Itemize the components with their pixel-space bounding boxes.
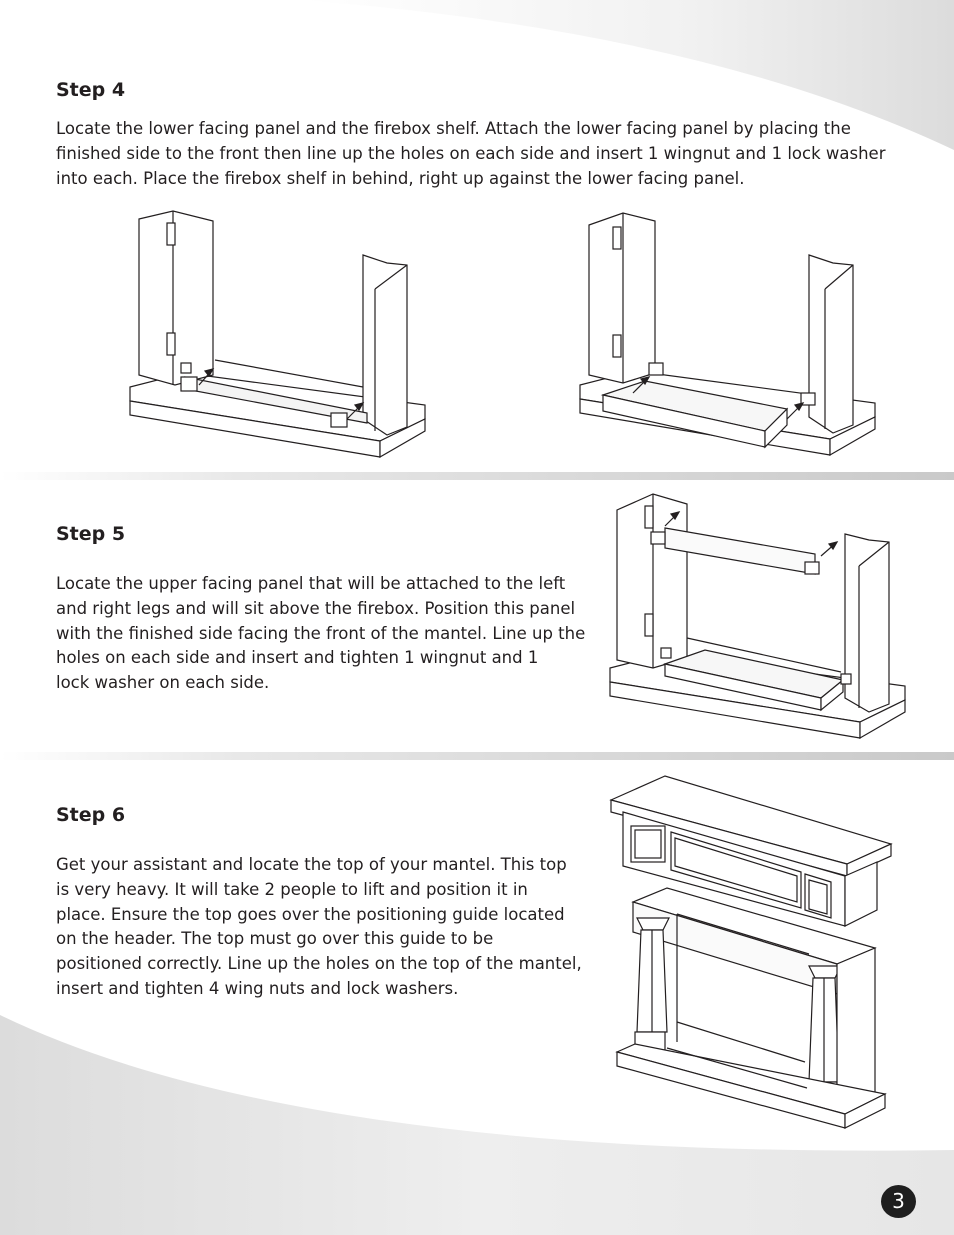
section-divider xyxy=(0,752,954,760)
section-divider xyxy=(0,472,954,480)
step-6-text: Get your assistant and locate the top of… xyxy=(56,855,582,998)
step-4-heading: Step 4 xyxy=(56,79,126,101)
page-number-badge: 3 xyxy=(881,1185,916,1218)
step-6-heading: Step 6 xyxy=(56,804,126,826)
step-4-figure-a xyxy=(129,210,426,459)
step-5-text: Locate the upper facing panel that will … xyxy=(56,574,586,693)
step-5-figure xyxy=(609,493,906,740)
step-5-heading: Step 5 xyxy=(56,523,126,545)
step-4-figure-b xyxy=(579,212,876,457)
step-4-text: Locate the lower facing panel and the fi… xyxy=(56,119,886,188)
step-6-figure xyxy=(609,775,893,1129)
